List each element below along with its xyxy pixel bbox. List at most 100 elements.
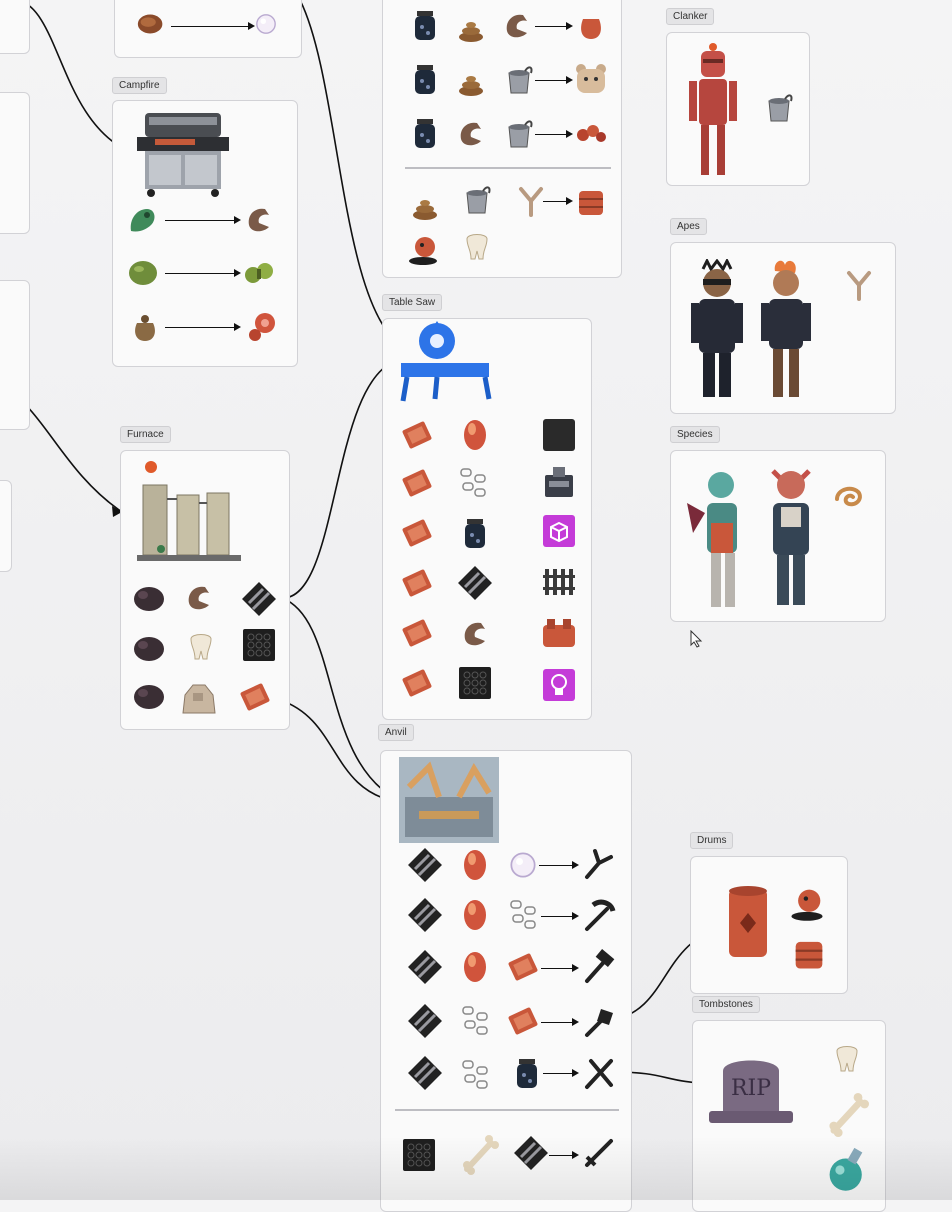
- node-apes[interactable]: [670, 242, 896, 414]
- node-anvil[interactable]: [380, 750, 632, 1212]
- pearl-icon: [509, 851, 537, 879]
- partial-node-top: [114, 0, 302, 58]
- tombstone-icon: RIP: [703, 1051, 799, 1127]
- copper-plate-icon: [237, 679, 273, 715]
- arrow: [165, 323, 241, 331]
- creature-icon: [787, 883, 827, 923]
- copper-gem-icon: [457, 949, 493, 985]
- label-furnace: Furnace: [120, 426, 171, 443]
- cooked-green-icon: [241, 255, 277, 291]
- copper-gem-icon: [457, 417, 493, 453]
- jerky-icon: [499, 7, 535, 43]
- jerky-icon: [181, 579, 217, 615]
- tooth-icon: [183, 629, 219, 665]
- copper-plate-icon: [399, 515, 435, 551]
- lightbulb-icon: [541, 667, 577, 703]
- partial-node-left-1: [0, 0, 30, 54]
- rings-icon: [459, 1057, 495, 1093]
- ape-character-icon: [689, 259, 745, 403]
- bucket-icon: [501, 115, 537, 151]
- arrow: [535, 76, 573, 84]
- jar-icon: [509, 1055, 545, 1091]
- bucket-icon: [501, 61, 537, 97]
- arrow: [165, 216, 241, 224]
- bottom-shadow: [0, 1136, 952, 1200]
- factory-photo-icon: [399, 757, 499, 843]
- machine-block-icon: [541, 465, 577, 501]
- arrow: [535, 130, 573, 138]
- arrow: [165, 269, 241, 277]
- steel-plate-icon: [407, 1003, 443, 1039]
- label-anvil: Anvil: [378, 724, 414, 741]
- pickaxe-icon: [581, 897, 617, 933]
- creature-icon: [405, 231, 441, 267]
- steel-plate-icon: [407, 1055, 443, 1091]
- node-species[interactable]: [670, 450, 886, 622]
- table-saw-icon: [397, 319, 493, 403]
- node-drums[interactable]: [690, 856, 848, 994]
- coil-icon: [831, 481, 867, 517]
- red-drum-icon: [573, 183, 609, 219]
- arrow: [543, 1069, 579, 1077]
- potion-icon: [825, 1147, 871, 1193]
- sack-icon: [127, 309, 163, 345]
- dung-icon: [407, 187, 443, 223]
- label-species: Species: [670, 426, 720, 443]
- copper-gem-icon: [457, 847, 493, 883]
- mesh-block-icon: [241, 627, 277, 663]
- label-campfire: Campfire: [112, 77, 167, 94]
- node-tombstones[interactable]: RIP: [692, 1020, 886, 1212]
- red-meat-icon: [243, 309, 279, 345]
- copper-plate-icon: [399, 665, 435, 701]
- slingshot-icon: [513, 183, 549, 219]
- copper-plate-icon: [399, 417, 435, 453]
- arrow: [171, 22, 255, 30]
- arrow: [535, 22, 573, 30]
- label-clanker: Clanker: [666, 8, 715, 25]
- jar-icon: [407, 61, 443, 97]
- grabber-icon: [581, 845, 617, 881]
- red-bag-icon: [573, 7, 609, 43]
- fire-ape-character-icon: [759, 257, 813, 403]
- label-apes: Apes: [670, 218, 707, 235]
- hammer-icon: [581, 949, 617, 985]
- tombstone-text: RIP: [731, 1076, 771, 1101]
- winged-species-icon: [685, 463, 749, 613]
- shovel-icon: [581, 1003, 617, 1039]
- node-campfire[interactable]: [112, 100, 298, 367]
- divider: [395, 1109, 619, 1111]
- jar-icon: [407, 7, 443, 43]
- node-table-saw[interactable]: [382, 318, 592, 720]
- arrow: [539, 861, 579, 869]
- arrow: [541, 964, 579, 972]
- green-blob-icon: [125, 255, 161, 291]
- jerky-icon: [241, 201, 277, 237]
- meat-icon: [135, 7, 169, 41]
- bucket-icon: [459, 181, 495, 217]
- bone-icon: [825, 1093, 869, 1137]
- node-top-recipes[interactable]: [382, 0, 622, 278]
- robot-character-icon: [685, 39, 741, 181]
- tooth-icon: [829, 1041, 865, 1077]
- jar-icon: [457, 515, 493, 551]
- copper-plate-icon: [399, 465, 435, 501]
- red-barrel-icon: [723, 883, 773, 961]
- steel-plate-icon: [407, 847, 443, 883]
- rings-icon: [507, 897, 543, 933]
- slingshot-icon: [841, 267, 877, 303]
- node-clanker[interactable]: [666, 32, 810, 186]
- copper-plate-icon: [505, 949, 541, 985]
- dung-icon: [453, 63, 489, 99]
- copper-plate-icon: [399, 615, 435, 651]
- mouse-cursor-icon: [690, 630, 704, 648]
- arrow: [549, 1151, 579, 1159]
- dung-icon: [453, 9, 489, 45]
- distillery-icon: [131, 459, 249, 567]
- fence-icon: [541, 563, 577, 599]
- steel-plate-icon: [513, 1135, 549, 1171]
- node-furnace[interactable]: [120, 450, 290, 730]
- black-block-icon: [541, 417, 577, 453]
- steel-plate-icon: [407, 949, 443, 985]
- green-creature-icon: [125, 201, 161, 237]
- rings-icon: [457, 465, 493, 501]
